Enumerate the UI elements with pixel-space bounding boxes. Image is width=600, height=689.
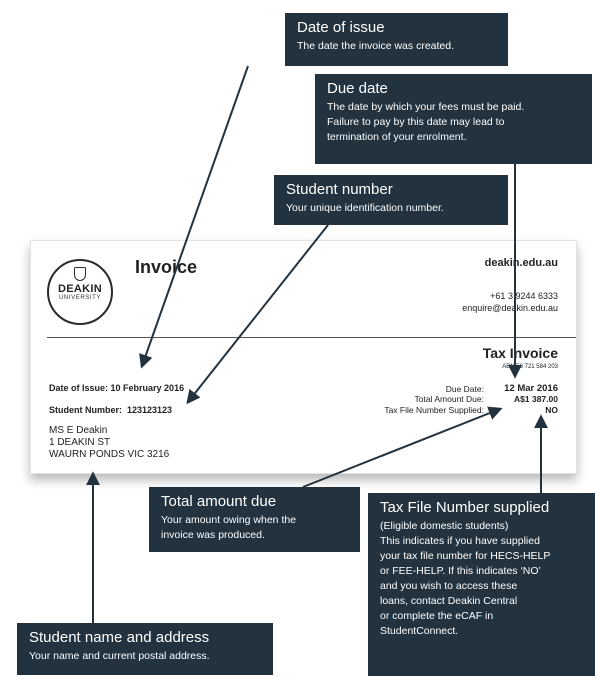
- callout-desc-line: and you wish to access these: [380, 580, 518, 592]
- invoice-sheet: DEAKIN UNIVERSITY Invoice deakin.edu.au …: [30, 240, 577, 474]
- callout-desc: The date the invoice was created.: [297, 40, 455, 52]
- callout-student-name-address: Student name and address Your name and c…: [17, 623, 273, 675]
- callout-desc-line: Your amount owing when the: [161, 514, 297, 526]
- date-of-issue-value: 10 February 2016: [110, 383, 185, 393]
- total-amount-value: A$1 387.00: [514, 394, 558, 404]
- deakin-logo: DEAKIN UNIVERSITY: [47, 259, 113, 325]
- logo-name: DEAKIN: [58, 283, 102, 295]
- tax-invoice-title: Tax Invoice: [482, 345, 558, 361]
- abn: ABN 56 721 584 203: [502, 364, 558, 370]
- callout-total-amount-due: Total amount due Your amount owing when …: [149, 487, 360, 552]
- callout-desc-line: invoice was produced.: [161, 529, 265, 541]
- address-line: MS E Deakin: [49, 425, 108, 436]
- callout-title: Student number: [286, 181, 393, 198]
- student-number-label: Student Number:: [49, 405, 122, 415]
- callout-desc-line: (Eligible domestic students): [380, 520, 509, 532]
- callout-title: Total amount due: [161, 493, 277, 510]
- date-of-issue: Date of Issue: 10 February 2016: [49, 383, 184, 393]
- callout-desc-line: Failure to pay by this date may lead to: [327, 116, 505, 128]
- invoice-title: Invoice: [135, 257, 198, 277]
- callout-student-number: Student number Your unique identificatio…: [274, 175, 508, 225]
- website: deakin.edu.au: [484, 257, 558, 269]
- callout-desc-line: StudentConnect.: [380, 625, 459, 637]
- crest-icon: [74, 267, 86, 281]
- student-number-value: 123123123: [127, 405, 173, 415]
- total-amount-label: Total Amount Due:: [414, 394, 484, 404]
- callout-desc-line: or complete the eCAF in: [380, 610, 494, 622]
- phone: +61 3 9244 6333: [490, 291, 558, 301]
- student-number: Student Number: 123123123: [49, 405, 172, 415]
- address-line: WAURN PONDS VIC 3216: [49, 449, 170, 460]
- callout-date-of-issue: Date of issue The date the invoice was c…: [285, 13, 508, 66]
- callout-desc-line: loans, contact Deakin Central: [380, 595, 518, 607]
- callout-desc-line: This indicates if you have supplied: [380, 535, 540, 547]
- callout-desc-line: termination of your enrolment.: [327, 131, 467, 143]
- callout-title: Tax File Number supplied: [380, 499, 550, 516]
- student-address: MS E Deakin 1 DEAKIN ST WAURN PONDS VIC …: [49, 425, 169, 461]
- tfn-value: NO: [545, 405, 558, 415]
- callout-title: Due date: [327, 80, 388, 97]
- callout-due-date: Due date The date by which your fees mus…: [315, 74, 592, 164]
- divider: [47, 337, 576, 338]
- callout-desc-line: The date by which your fees must be paid…: [327, 101, 525, 113]
- callout-desc: Your name and current postal address.: [29, 650, 210, 662]
- address-line: 1 DEAKIN ST: [49, 437, 111, 448]
- due-date-label: Due Date:: [445, 384, 484, 394]
- callout-desc: Your unique identification number.: [286, 202, 444, 214]
- date-of-issue-label: Date of Issue:: [49, 383, 109, 393]
- callout-desc-line: or FEE-HELP. If this indicates ‘NO’: [380, 565, 541, 577]
- logo-sub: UNIVERSITY: [58, 295, 101, 301]
- tfn-label: Tax File Number Supplied:: [384, 405, 484, 415]
- email: enquire@deakin.edu.au: [462, 303, 558, 313]
- due-date-value: 12 Mar 2016: [504, 383, 558, 394]
- callout-title: Date of issue: [297, 19, 385, 36]
- callout-tfn-supplied: Tax File Number supplied (Eligible domes…: [368, 493, 595, 676]
- callout-title: Student name and address: [29, 629, 210, 646]
- callout-desc-line: your tax file number for HECS-HELP: [380, 550, 551, 562]
